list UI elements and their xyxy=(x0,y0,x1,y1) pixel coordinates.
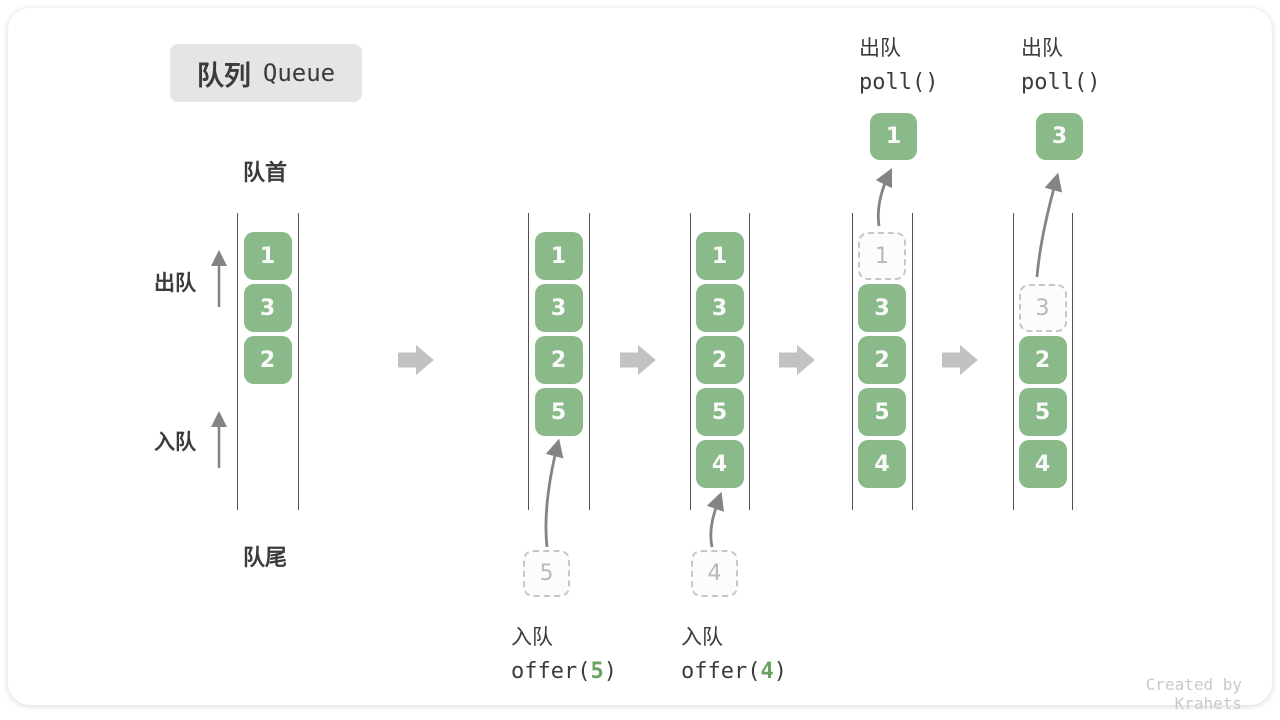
queue-slot-box-5: 5 xyxy=(695,388,744,436)
queue-slot-box-5: 5 xyxy=(1018,388,1067,436)
dequeue-side-label: 出队 xyxy=(154,271,196,295)
queue-slot-box-2: 2 xyxy=(1018,336,1067,384)
enqueue-4-code: offer(4) xyxy=(681,659,787,684)
queue-slot-box-5: 5 xyxy=(858,388,906,436)
title-box: 队列 Queue xyxy=(170,44,362,102)
enqueue-5-operation-label: 入队 offer(5) xyxy=(511,621,617,684)
enqueue-5-zh: 入队 xyxy=(511,625,553,649)
queue-slot-box-1: 1 xyxy=(695,232,744,280)
queue-slot-box-4: 4 xyxy=(858,440,906,488)
queue-slot-box-3: 3 xyxy=(695,284,744,332)
queue-front-label: 队首 xyxy=(243,161,288,186)
enqueue-5-code: offer(5) xyxy=(511,659,617,684)
queue-slot-box-removed-1: 1 xyxy=(858,232,906,280)
queue-slot-box-2: 2 xyxy=(695,336,744,384)
queue-slot-box-5: 5 xyxy=(534,388,583,436)
poll-2-operation-label: 出队 poll() xyxy=(1021,32,1100,95)
queue-slot-box-3: 3 xyxy=(534,284,583,332)
poll-2-zh: 出队 xyxy=(1021,36,1063,60)
queue-rear-label: 队尾 xyxy=(243,546,288,571)
title-chinese: 队列 xyxy=(196,60,251,92)
polled-element-1: 1 xyxy=(870,113,917,160)
poll-2-code: poll() xyxy=(1021,70,1101,95)
watermark: Created by Krahets xyxy=(1145,675,1242,713)
queue-slot-box-removed-3: 3 xyxy=(1018,284,1067,332)
enqueue-side-label: 入队 xyxy=(154,430,196,454)
polled-element-3: 3 xyxy=(1036,113,1083,160)
poll-1-operation-label: 出队 poll() xyxy=(859,32,938,95)
enqueue-4-operation-label: 入队 offer(4) xyxy=(681,621,787,684)
queue-slot-box-1: 1 xyxy=(243,232,292,280)
queue-slot-box-2: 2 xyxy=(858,336,906,384)
queue-slot-box-2: 2 xyxy=(534,336,583,384)
incoming-element-4: 4 xyxy=(691,550,738,597)
queue-slot-box-1: 1 xyxy=(534,232,583,280)
queue-slot-box-3: 3 xyxy=(858,284,906,332)
enqueue-4-zh: 入队 xyxy=(681,625,723,649)
poll-1-zh: 出队 xyxy=(859,36,901,60)
queue-slot-box-4: 4 xyxy=(1018,440,1067,488)
queue-slot-box-4: 4 xyxy=(695,440,744,488)
diagram-card xyxy=(8,8,1272,705)
queue-slot-box-2: 2 xyxy=(243,336,292,384)
queue-slot-box-3: 3 xyxy=(243,284,292,332)
poll-1-code: poll() xyxy=(859,70,939,95)
title-english: Queue xyxy=(262,59,336,87)
incoming-element-5: 5 xyxy=(523,550,570,597)
